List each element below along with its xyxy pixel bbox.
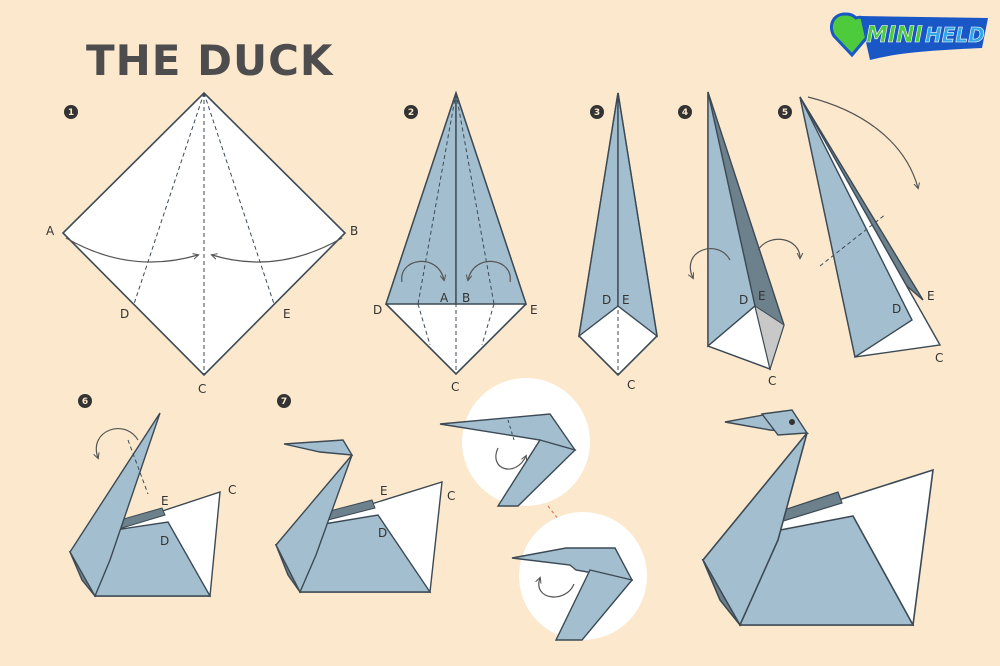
logo-banner	[860, 16, 988, 60]
left-flap	[385, 92, 457, 305]
label-d: D	[120, 307, 129, 321]
label-e: E	[283, 307, 291, 321]
duck-head	[760, 409, 809, 436]
step-5-number: 5	[782, 108, 788, 118]
page-title: THE DUCK	[86, 36, 334, 85]
label-e: E	[622, 293, 630, 307]
label-e: E	[161, 494, 169, 508]
step-6-badge	[78, 394, 92, 408]
step-1-number: 1	[68, 108, 74, 118]
logo-word-mini: MINI	[866, 23, 923, 48]
step-7: 7 E D C	[274, 394, 455, 594]
right-flap	[455, 92, 527, 305]
step-5: 5 D E C	[778, 96, 943, 365]
label-c: C	[935, 351, 943, 365]
finished-duck	[701, 409, 934, 627]
label-c: C	[451, 380, 459, 394]
label-c: C	[447, 489, 455, 503]
label-e: E	[380, 484, 388, 498]
step-3-badge	[590, 105, 604, 119]
step-2: 2 A B C D E	[373, 90, 538, 394]
fold-arrow-right	[212, 237, 343, 263]
step-2-number: 2	[408, 108, 414, 118]
label-e: E	[927, 289, 935, 303]
label-e: E	[530, 303, 538, 317]
label-d: D	[378, 526, 387, 540]
label-d: D	[373, 303, 382, 317]
label-c: C	[198, 382, 206, 396]
step-6-number: 6	[82, 397, 88, 407]
step-7-number: 7	[281, 397, 287, 407]
detail-head-fold	[439, 378, 590, 507]
label-c: C	[228, 483, 236, 497]
step-4: 4 D E C	[678, 91, 800, 388]
head	[283, 439, 354, 456]
fold-arrow-left	[65, 237, 198, 263]
duck-neck	[702, 432, 808, 627]
step-4-number: 4	[682, 108, 688, 118]
label-d: D	[602, 293, 611, 307]
step-1-badge	[64, 105, 78, 119]
neck	[69, 412, 161, 598]
step-2-badge	[404, 105, 418, 119]
step-1: 1 A B C D E	[46, 91, 358, 396]
step-5-badge	[778, 105, 792, 119]
label-d: D	[739, 293, 748, 307]
detail-circle-2	[519, 512, 647, 640]
label-a: A	[440, 291, 449, 305]
label-d: D	[892, 302, 901, 316]
label-a: A	[46, 224, 55, 238]
step-6: 6 E D C	[68, 394, 236, 598]
logo-word-held: HELD	[925, 23, 985, 47]
detail-circle-1	[462, 378, 590, 506]
label-d: D	[160, 534, 169, 548]
logo: MINI HELD	[830, 12, 988, 60]
label-b: B	[350, 224, 358, 238]
step-3-number: 3	[594, 108, 600, 118]
detail-beak-fold	[511, 512, 647, 641]
label-c: C	[768, 374, 776, 388]
label-b: B	[462, 291, 470, 305]
duck-eye-icon	[789, 419, 795, 425]
label-c: C	[627, 378, 635, 392]
step-7-badge	[277, 394, 291, 408]
label-e: E	[758, 289, 766, 303]
step-4-badge	[678, 105, 692, 119]
step-3: 3 D E C	[578, 92, 658, 392]
